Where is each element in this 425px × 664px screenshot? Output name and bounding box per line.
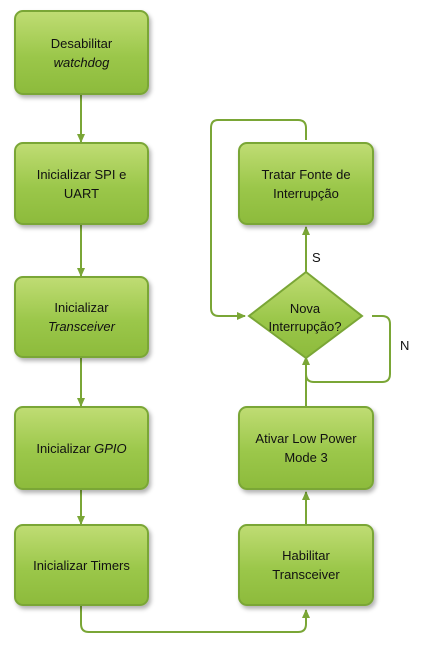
node-disable-watchdog-line1: Desabilitar: [50, 35, 113, 51]
node-init-gpio-prefix: Inicializar: [36, 440, 95, 456]
node-low-power-mode: Ativar Low Power Mode 3: [238, 406, 374, 490]
node-enable-transceiver-line1: Habilitar: [282, 548, 330, 563]
node-low-power-mode-line1: Ativar Low Power: [255, 431, 357, 446]
arrow-no-loop: [305, 315, 391, 383]
edge-label-no: N: [400, 338, 410, 353]
node-init-timers: Inicializar Timers: [14, 524, 149, 606]
node-init-spi-uart-line2: UART: [63, 185, 100, 201]
node-disable-watchdog: Desabilitar watchdog: [14, 10, 149, 95]
decision-new-interrupt: Nova Interrupção?: [248, 300, 362, 336]
node-handle-interrupt: Tratar Fonte de Interrupção: [238, 142, 374, 225]
node-handle-interrupt-line2: Interrupção: [273, 185, 339, 201]
node-enable-transceiver: Habilitar Transceiver: [238, 524, 374, 606]
edge-label-yes: S: [312, 250, 321, 265]
decision-line2: Interrupção?: [268, 319, 342, 334]
decision-line1: Nova: [289, 301, 321, 316]
node-init-spi-uart: Inicializar SPI e UART: [14, 142, 149, 225]
node-low-power-mode-line2: Mode 3: [284, 450, 328, 465]
node-init-transceiver-line1: Inicializar: [54, 300, 109, 315]
node-init-gpio-italic: GPIO: [94, 440, 127, 456]
arrow-n5-n6: [80, 606, 310, 633]
node-enable-transceiver-line2: Transceiver: [272, 567, 340, 582]
arrow-n8-loop: [210, 119, 307, 320]
node-init-transceiver: Inicializar Transceiver: [14, 276, 149, 358]
decision-diamond: [247, 270, 364, 360]
node-init-transceiver-line2: Transceiver: [48, 319, 115, 334]
node-init-spi-uart-line1: Inicializar SPI e: [36, 166, 127, 182]
node-init-gpio: Inicializar GPIO: [14, 406, 149, 490]
node-disable-watchdog-line2: watchdog: [53, 54, 110, 70]
node-handle-interrupt-line1: Tratar Fonte de: [261, 166, 351, 182]
node-init-timers-line1: Inicializar Timers: [33, 557, 130, 573]
